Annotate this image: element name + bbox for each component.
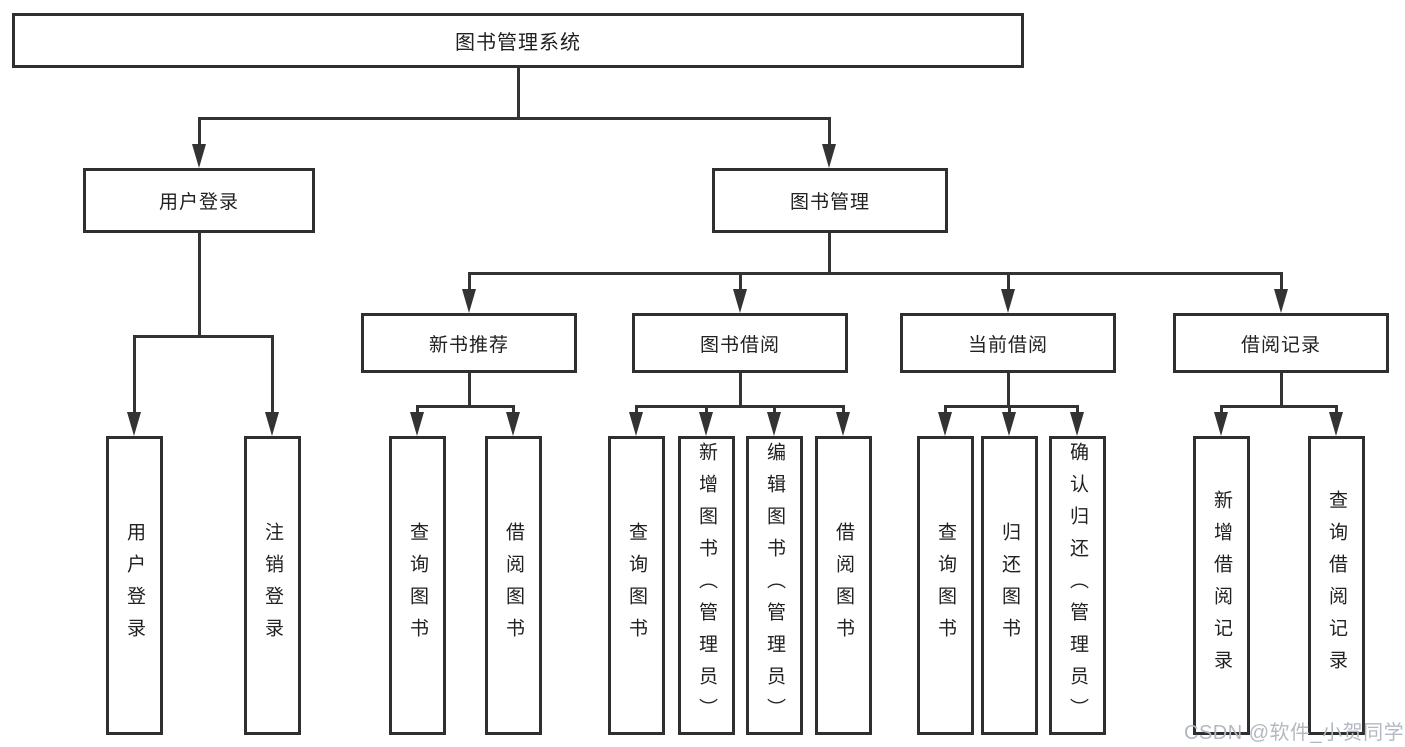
- connector-line: [943, 405, 947, 414]
- connector-line: [1006, 272, 1010, 291]
- arrow-down-icon: [191, 144, 206, 168]
- connector-line: [197, 117, 201, 146]
- leaf-add-borrowing-record: 新增借阅记录: [1193, 436, 1250, 735]
- connector-line: [842, 405, 845, 414]
- arrow-down-icon: [1328, 412, 1343, 436]
- leaf-label: 借阅图书: [833, 521, 854, 650]
- connector-line: [197, 233, 201, 338]
- arrow-down-icon: [937, 412, 952, 436]
- leaf-logout: 注销登录: [244, 436, 301, 735]
- connector-line: [1279, 272, 1283, 291]
- leaf-label: 编辑图书（管理员）: [764, 441, 785, 730]
- arrow-down-icon: [1069, 412, 1084, 436]
- connector-line: [1008, 405, 1011, 414]
- connector-line: [739, 272, 742, 291]
- node-book-borrowing: 图书借阅: [632, 313, 848, 373]
- arrow-down-icon: [265, 412, 279, 436]
- node-label: 图书借阅: [699, 334, 780, 356]
- arrow-down-icon: [699, 412, 713, 436]
- arrow-down-icon: [821, 144, 836, 168]
- arrow-down-icon: [461, 289, 476, 313]
- leaf-borrow-books: 借阅图书: [815, 436, 872, 735]
- leaf-label: 用户登录: [124, 521, 145, 650]
- arrow-down-icon: [1000, 289, 1015, 313]
- connector-line: [1279, 373, 1283, 408]
- leaf-label: 新增图书（管理员）: [696, 441, 717, 730]
- connector-line: [943, 405, 1079, 408]
- arrow-down-icon: [767, 412, 781, 436]
- leaf-label: 查询图书: [935, 521, 956, 650]
- leaf-confirm-return-admin: 确认归还（管理员）: [1049, 436, 1106, 735]
- connector-line: [705, 405, 708, 414]
- arrow-down-icon: [127, 412, 141, 436]
- node-label: 借阅记录: [1240, 334, 1321, 356]
- connector-line: [133, 335, 136, 414]
- leaf-query-books-borrowing: 查询图书: [608, 436, 665, 735]
- connector-line: [635, 405, 638, 414]
- connector-line: [416, 405, 515, 408]
- node-user-login: 用户登录: [83, 168, 315, 233]
- connector-line: [133, 335, 274, 338]
- csdn-watermark: CSDN @软件_小贺同学: [1184, 722, 1405, 744]
- leaf-label: 借阅图书: [503, 521, 524, 650]
- connector-line: [1219, 405, 1338, 408]
- leaf-query-books-current: 查询图书: [917, 436, 974, 735]
- arrow-down-icon: [410, 412, 424, 436]
- connector-line: [1219, 405, 1223, 414]
- node-new-book-recommendation: 新书推荐: [361, 313, 577, 373]
- leaf-query-borrowing-record: 查询借阅记录: [1308, 436, 1365, 735]
- node-label: 图书管理系统: [455, 32, 581, 54]
- arrow-down-icon: [1213, 412, 1228, 436]
- arrow-down-icon: [836, 412, 850, 436]
- leaf-add-book-admin: 新增图书（管理员）: [678, 436, 735, 735]
- node-label: 新书推荐: [428, 334, 509, 356]
- leaf-label: 查询借阅记录: [1326, 489, 1347, 682]
- node-label: 图书管理: [789, 192, 870, 213]
- leaf-edit-book-admin: 编辑图书（管理员）: [746, 436, 803, 735]
- connector-line: [1075, 405, 1079, 414]
- connector-line: [1006, 373, 1010, 408]
- leaf-label: 查询图书: [626, 521, 647, 650]
- arrow-down-icon: [733, 289, 747, 313]
- connector-line: [271, 335, 274, 414]
- node-label: 当前借阅: [967, 334, 1048, 356]
- connector-line: [416, 405, 419, 414]
- node-label: 用户登录: [158, 192, 239, 213]
- leaf-label: 注销登录: [262, 521, 283, 650]
- connector-line: [197, 117, 831, 120]
- connector-line: [512, 405, 515, 414]
- arrow-down-icon: [1273, 289, 1288, 313]
- leaf-return-books: 归还图书: [981, 436, 1038, 735]
- arrow-down-icon: [506, 412, 520, 436]
- connector-line: [467, 272, 471, 291]
- node-library-management-system: 图书管理系统: [12, 13, 1024, 68]
- node-book-management: 图书管理: [712, 168, 948, 233]
- leaf-label: 确认归还（管理员）: [1067, 441, 1088, 730]
- arrow-down-icon: [1002, 412, 1016, 436]
- connector-line: [739, 373, 742, 408]
- connector-line: [827, 117, 831, 146]
- arrow-down-icon: [629, 412, 643, 436]
- leaf-label: 新增借阅记录: [1211, 489, 1232, 682]
- leaf-query-books-recommend: 查询图书: [389, 436, 446, 735]
- node-current-borrowing: 当前借阅: [900, 313, 1116, 373]
- leaf-label: 查询图书: [407, 521, 428, 650]
- node-borrowing-records: 借阅记录: [1173, 313, 1389, 373]
- leaf-borrow-books-recommend: 借阅图书: [485, 436, 542, 735]
- connector-line: [467, 272, 1283, 275]
- connector-line: [635, 405, 845, 408]
- leaf-label: 归还图书: [999, 521, 1020, 650]
- connector-line: [517, 67, 520, 119]
- connector-line: [773, 405, 776, 414]
- connector-line: [827, 233, 831, 275]
- connector-line: [1334, 405, 1338, 414]
- leaf-user-login: 用户登录: [106, 436, 163, 735]
- connector-line: [467, 373, 471, 408]
